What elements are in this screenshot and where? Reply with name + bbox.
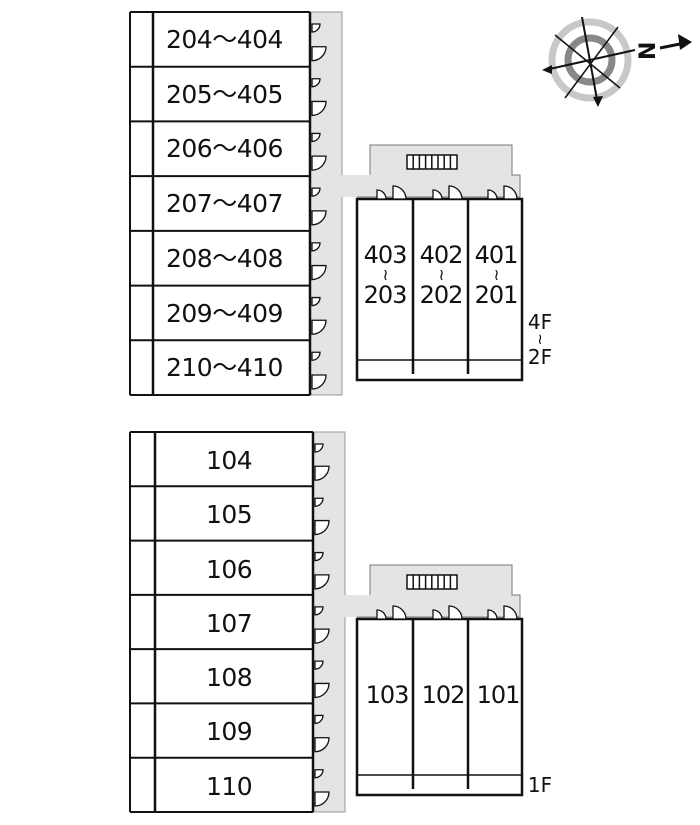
unit-label: 208〜408 bbox=[166, 243, 283, 273]
unit-label: 101 bbox=[476, 681, 521, 709]
floor-label-top: 4F bbox=[527, 310, 553, 334]
unit-range-label: 401≀201 bbox=[468, 243, 524, 307]
corridor bbox=[312, 431, 346, 813]
floor-label-sep: ≀ bbox=[537, 330, 543, 348]
stair-hall bbox=[357, 144, 521, 198]
upper-floors-plan bbox=[129, 11, 524, 396]
door-icon bbox=[432, 609, 443, 620]
door-icon bbox=[311, 23, 321, 33]
unit-label: 204〜404 bbox=[166, 25, 283, 54]
door-icon bbox=[314, 791, 330, 807]
stairs-icon bbox=[406, 154, 458, 170]
door-icon bbox=[311, 319, 327, 335]
unit-top: 402 bbox=[419, 241, 464, 269]
door-icon bbox=[311, 242, 321, 252]
unit-label: 108 bbox=[206, 663, 253, 693]
unit-label: 207〜407 bbox=[166, 189, 283, 219]
unit-top: 403 bbox=[363, 241, 408, 269]
door-icon bbox=[314, 769, 324, 779]
door-icon bbox=[311, 78, 321, 88]
unit-sep: ≀ bbox=[438, 265, 445, 284]
door-icon bbox=[392, 185, 407, 200]
door-icon bbox=[314, 574, 330, 590]
door-icon bbox=[311, 187, 321, 197]
unit-label: 102 bbox=[421, 681, 466, 709]
door-icon bbox=[311, 100, 327, 117]
stairs-icon bbox=[406, 574, 458, 590]
unit-label: 210〜410 bbox=[166, 353, 283, 383]
floor-label-bottom: 2F bbox=[527, 345, 553, 369]
door-icon bbox=[311, 374, 327, 390]
door-icon bbox=[376, 609, 387, 620]
unit-label: 209〜409 bbox=[166, 298, 283, 328]
compass-north-label: N bbox=[635, 42, 661, 60]
door-icon bbox=[448, 185, 463, 200]
unit-sep: ≀ bbox=[493, 265, 500, 284]
door-icon bbox=[314, 465, 330, 481]
stair-hall bbox=[357, 564, 521, 618]
unit-label: 106 bbox=[206, 554, 253, 584]
door-icon bbox=[432, 189, 443, 200]
unit-sep: ≀ bbox=[382, 265, 389, 284]
door-icon bbox=[314, 443, 324, 453]
door-icon bbox=[311, 210, 327, 226]
door-icon bbox=[314, 714, 324, 725]
door-icon bbox=[314, 737, 330, 753]
floor-label-4f-2f: 4F ≀ 2F bbox=[522, 312, 558, 367]
door-icon bbox=[311, 132, 321, 143]
door-icon bbox=[314, 551, 324, 562]
door-icon bbox=[487, 189, 498, 200]
unit-label: 205〜405 bbox=[166, 79, 283, 109]
unit-range-label: 403≀203 bbox=[357, 243, 413, 307]
unit-bottom: 202 bbox=[419, 281, 464, 309]
unit-top: 401 bbox=[474, 241, 519, 269]
ground-floor-plan bbox=[129, 431, 524, 813]
door-icon bbox=[314, 519, 330, 536]
door-icon bbox=[487, 609, 498, 620]
unit-label: 107 bbox=[206, 608, 253, 638]
door-icon bbox=[448, 605, 463, 620]
unit-label: 109 bbox=[206, 717, 253, 747]
door-icon bbox=[314, 660, 324, 670]
unit-bottom: 201 bbox=[474, 281, 519, 309]
door-icon bbox=[314, 628, 330, 644]
unit-label: 105 bbox=[206, 500, 253, 530]
unit-label: 104 bbox=[206, 446, 253, 475]
corridor bbox=[309, 11, 343, 396]
east-units-outline bbox=[355, 197, 524, 382]
door-icon bbox=[392, 605, 407, 620]
floor-label-1f: 1F bbox=[527, 773, 553, 797]
door-icon bbox=[311, 351, 321, 361]
unit-bottom: 203 bbox=[363, 281, 408, 309]
unit-range-label: 402≀202 bbox=[413, 243, 469, 307]
door-icon bbox=[503, 185, 518, 200]
door-icon bbox=[311, 46, 327, 62]
door-icon bbox=[503, 605, 518, 620]
door-icon bbox=[314, 497, 324, 507]
unit-label: 103 bbox=[365, 681, 410, 709]
door-icon bbox=[311, 264, 327, 281]
door-icon bbox=[311, 296, 321, 307]
door-icon bbox=[314, 682, 330, 699]
unit-label: 206〜406 bbox=[166, 134, 283, 164]
door-icon bbox=[314, 606, 324, 616]
door-icon bbox=[311, 155, 327, 171]
unit-label: 110 bbox=[206, 771, 253, 801]
door-icon bbox=[376, 189, 387, 200]
compass-icon bbox=[542, 16, 692, 107]
east-units-outline bbox=[355, 617, 524, 797]
